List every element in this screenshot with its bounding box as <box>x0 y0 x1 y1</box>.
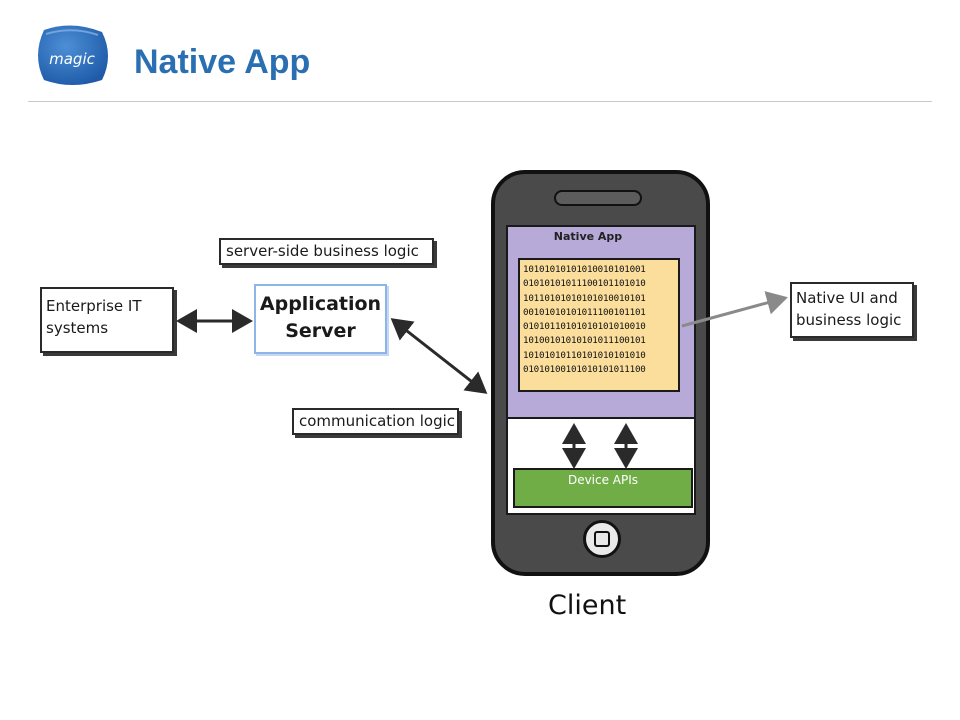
binary-line: 10101010101010010101001 <box>523 264 646 275</box>
home-button <box>583 520 621 558</box>
native-ui-logic-box: Native UI and business logic <box>790 282 914 338</box>
binary-line: 01010101011100101101010 <box>523 278 646 290</box>
binary-line: 10101010110101010101010 <box>523 349 646 361</box>
title-divider <box>28 101 932 102</box>
enterprise-systems-box: Enterprise IT systems <box>40 287 174 353</box>
client-label: Client <box>548 590 627 621</box>
server-client-arrow <box>390 318 488 394</box>
binary-line: 00101010101011100101101 <box>523 306 646 318</box>
logo-text: magic <box>49 50 95 68</box>
native-app-label: Native App <box>553 230 623 243</box>
communication-logic-label: communication logic <box>292 408 459 435</box>
page-title: Native App <box>134 43 311 81</box>
device-apis-panel: Device APIs <box>513 468 693 508</box>
application-server-box: Application Server <box>254 284 387 354</box>
app-server-line1: Application <box>259 293 382 315</box>
device-apis-label: Device APIs <box>567 473 639 487</box>
binary-line: 10110101010101010010101 <box>523 292 646 304</box>
home-button-icon <box>594 531 610 547</box>
magic-logo: magic <box>38 25 108 86</box>
binary-line: 01010110101010101010010 <box>523 321 646 333</box>
phone-speaker <box>554 190 642 206</box>
app-server-line2: Server <box>285 320 356 342</box>
binary-code-block: 10101010101010010101001 01010101011100101… <box>518 258 680 392</box>
binary-line: 10100101010101011100101 <box>523 335 646 347</box>
server-side-logic-label: server-side business logic <box>219 238 434 265</box>
binary-line: 01010100101010101011100 <box>523 364 646 376</box>
